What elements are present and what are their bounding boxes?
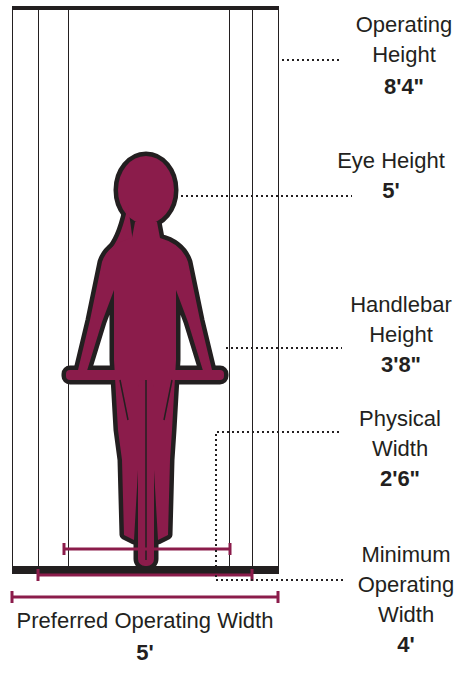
dimension-value: 5' bbox=[316, 176, 466, 206]
leader-lines bbox=[176, 60, 352, 580]
dimension-name: Eye Height bbox=[316, 146, 466, 176]
dimension-name: Handlebar Height bbox=[336, 290, 466, 350]
dimension-value: 4' bbox=[346, 630, 466, 660]
dimension-value: 3'8" bbox=[336, 350, 466, 380]
dimension-name: Physical Width bbox=[335, 404, 465, 464]
cyclist-silhouette bbox=[66, 156, 224, 566]
envelope-lines bbox=[13, 8, 279, 570]
top-bar bbox=[12, 6, 279, 10]
dimension-name: Minimum Operating Width bbox=[346, 540, 466, 630]
dimension-value: 5' bbox=[0, 638, 295, 668]
dimension-name: Operating Height bbox=[344, 10, 464, 70]
ground-bar bbox=[12, 566, 279, 574]
dimension-name: Preferred Operating Width bbox=[0, 606, 295, 636]
dimension-value: 2'6" bbox=[335, 464, 465, 494]
width-bars bbox=[12, 543, 278, 603]
dimension-value: 8'4" bbox=[344, 72, 464, 102]
